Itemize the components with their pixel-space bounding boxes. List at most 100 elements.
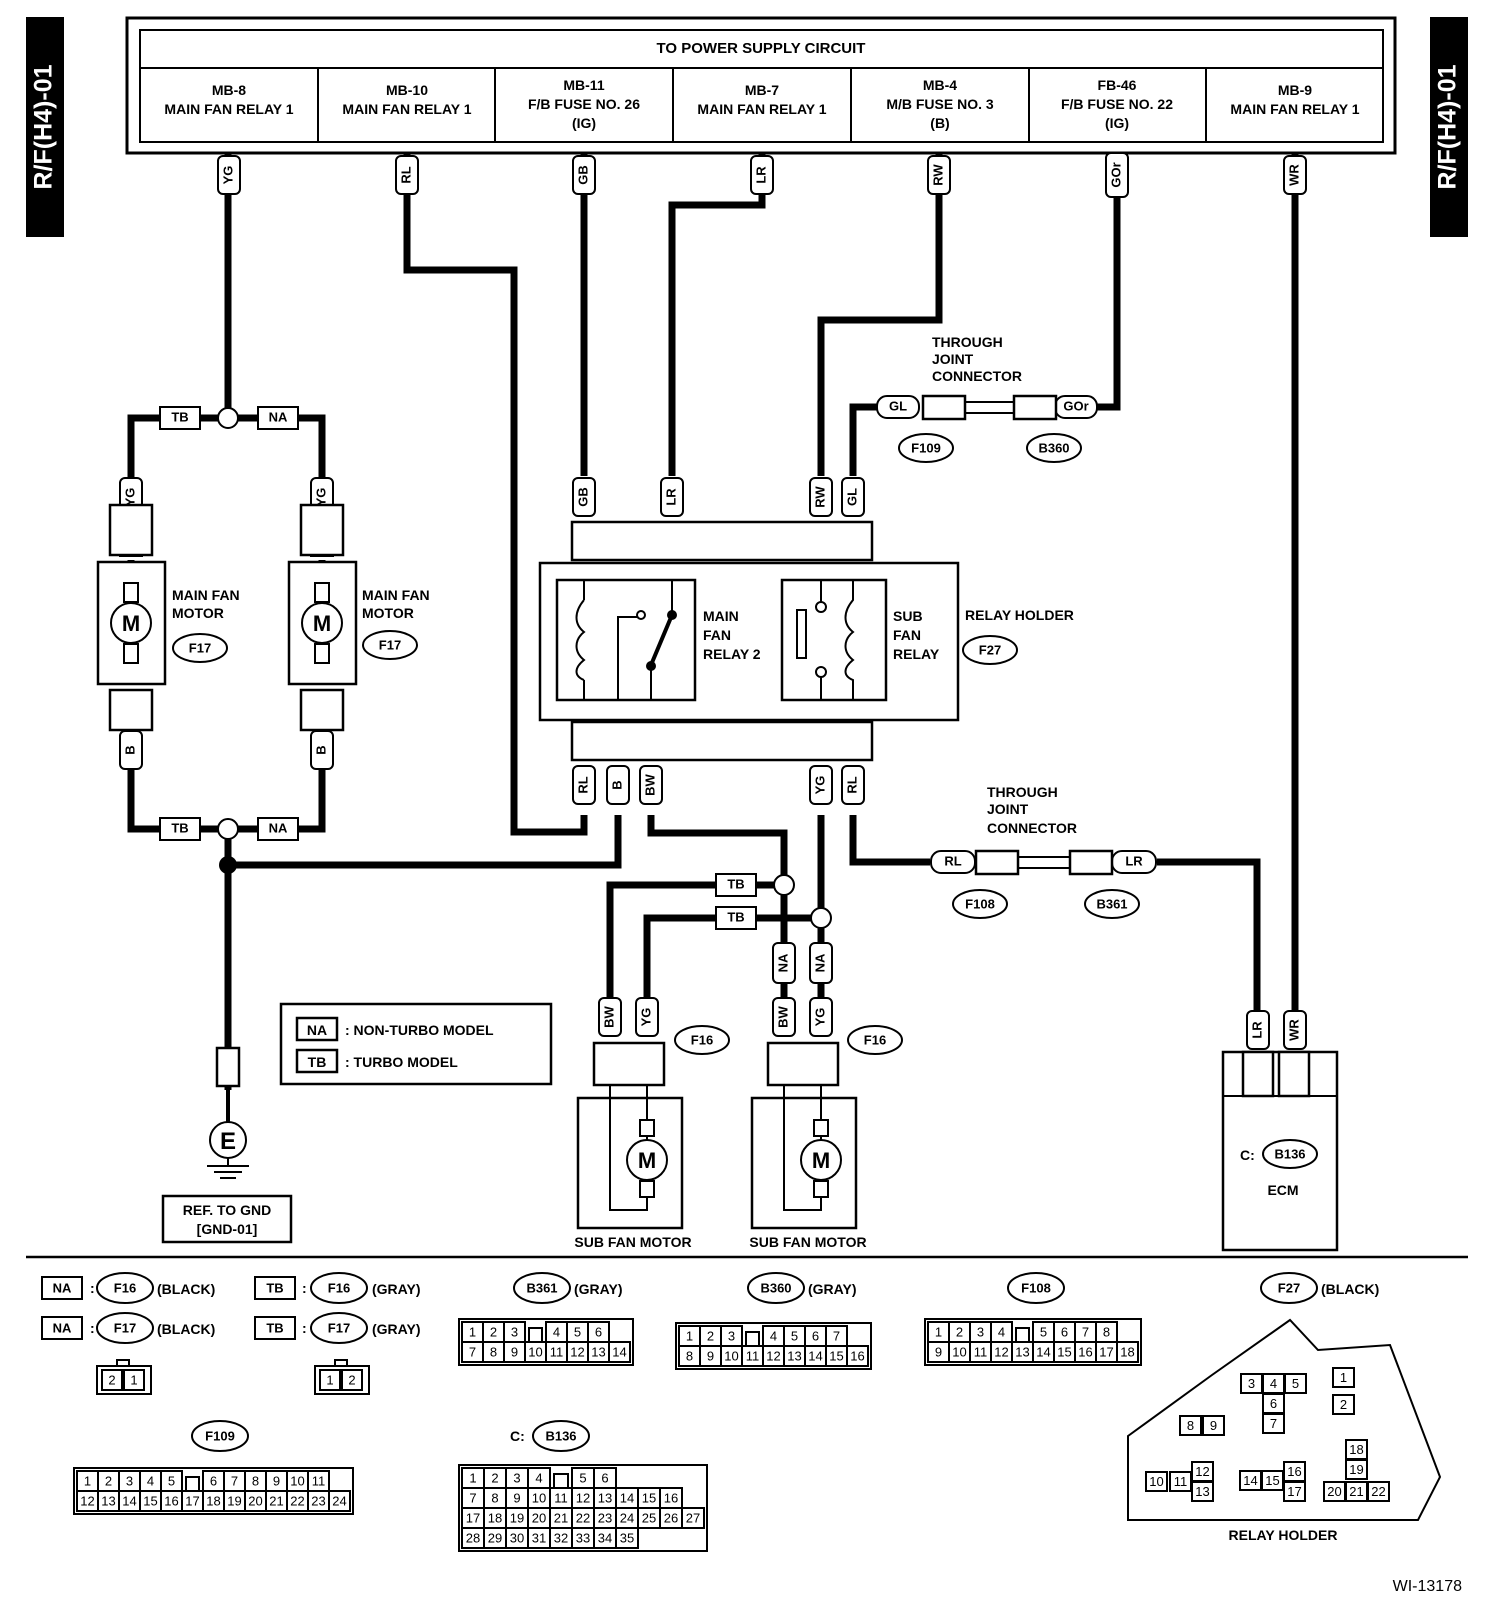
- ref-gnd-line1: REF. TO GND: [183, 1202, 271, 1218]
- pin-cell: [846, 1345, 869, 1367]
- sub-fan-motor-right: M SUB FAN MOTOR: [749, 1041, 867, 1250]
- pin-number: 5: [1292, 1376, 1299, 1391]
- connector-b361-oval: [1084, 889, 1140, 919]
- pin-number: 13: [591, 1344, 605, 1359]
- pin-number: 1: [326, 1372, 333, 1387]
- wire-rw: RW: [812, 486, 827, 508]
- power-col-id: MB-11: [563, 77, 604, 93]
- wire-gl-box: [876, 395, 920, 419]
- wire-rw: RW: [930, 164, 945, 186]
- motor-symbol: M: [313, 611, 331, 636]
- connector-key: [116, 1359, 130, 1367]
- connector-f108: F108: [965, 896, 995, 911]
- pin-number: 4: [770, 1328, 777, 1343]
- pin-number: 8: [490, 1344, 497, 1359]
- wire-lr: LR: [1125, 853, 1143, 868]
- pin-number: 15: [1265, 1473, 1279, 1488]
- connector-f27: F27: [1278, 1280, 1300, 1295]
- pin-number: 35: [620, 1530, 634, 1545]
- tag-tb: TB: [266, 1280, 283, 1295]
- pin-number: 2: [490, 1324, 497, 1339]
- pin-number: 3: [513, 1470, 520, 1485]
- wire-lr: LR: [663, 488, 678, 506]
- pin-number: 9: [935, 1344, 942, 1359]
- sub-fan-motor-left-label: SUB FAN MOTOR: [574, 1234, 691, 1250]
- wire-gb-box: [572, 477, 596, 517]
- pin-number: 20: [1327, 1484, 1341, 1499]
- wire-bw-box: [639, 765, 663, 805]
- pin-number: 27: [686, 1510, 700, 1525]
- pin-number: 5: [1040, 1324, 1047, 1339]
- main-fan-motor-right: M: [287, 503, 358, 732]
- pin-number: 7: [231, 1473, 238, 1488]
- main-fan-motor-left-label-1: MAIN FAN: [172, 587, 240, 603]
- pin-number: 18: [1349, 1442, 1363, 1457]
- connector-b136: B136: [1274, 1146, 1305, 1161]
- tag-na-box: [257, 817, 299, 841]
- main-fan-motor-left: M: [96, 503, 167, 732]
- through-joint-connector-top: THROUGH JOINT CONNECTOR: [921, 334, 1058, 421]
- connector-f108: F108: [1021, 1280, 1051, 1295]
- pin-number: 14: [612, 1344, 626, 1359]
- wire-lr: LR: [753, 166, 768, 184]
- wire-b: B: [122, 745, 137, 754]
- tag-tb-box: [715, 906, 757, 930]
- pin-number: 21: [269, 1493, 283, 1508]
- wire-lr-box: [1246, 1010, 1270, 1050]
- pin-number: 9: [513, 1490, 520, 1505]
- figure-code: WI-13178: [1393, 1578, 1462, 1595]
- pin-number: 19: [510, 1510, 524, 1525]
- pin-number: 13: [1015, 1344, 1029, 1359]
- colon: :: [302, 1320, 307, 1336]
- pin-number: 7: [833, 1328, 840, 1343]
- connector-outline: [675, 1322, 872, 1370]
- pin-cell: [1284, 1373, 1307, 1394]
- tag-na: NA: [812, 953, 827, 972]
- wire-yg: YG: [812, 776, 827, 795]
- pin-number: 9: [1210, 1418, 1217, 1433]
- pin-cell: [608, 1341, 631, 1363]
- connector-f17: F17: [189, 640, 211, 655]
- pin-number: 12: [576, 1490, 590, 1505]
- pin-number: 15: [1057, 1344, 1071, 1359]
- connector-outline: [73, 1467, 354, 1515]
- power-col-desc: MAIN FAN RELAY 1: [342, 101, 471, 117]
- tag-na-box: [41, 1316, 83, 1340]
- side-tab-right-text: R/F(H4)-01: [1434, 64, 1462, 189]
- pin-number: 10: [290, 1473, 304, 1488]
- wire-gb-box: [572, 155, 596, 195]
- wire-bw-box: [772, 997, 796, 1037]
- pin-number: 11: [550, 1344, 564, 1359]
- pin-number: 8: [1103, 1324, 1110, 1339]
- wire-gl-box: [841, 477, 865, 517]
- wire-wr: WR: [1286, 1019, 1301, 1041]
- power-col-desc: MAIN FAN RELAY 1: [164, 101, 293, 117]
- wire-bw: BW: [642, 773, 657, 795]
- tag-na-box: [257, 406, 299, 430]
- pin-number: 2: [105, 1473, 112, 1488]
- pin-number: 1: [935, 1324, 942, 1339]
- wire-rl: RL: [575, 776, 590, 793]
- pin-number: 20: [248, 1493, 262, 1508]
- pin-number: 22: [576, 1510, 590, 1525]
- pin-number: 9: [511, 1344, 518, 1359]
- tag-tb: TB: [171, 409, 188, 424]
- pin-cell: [101, 1369, 123, 1391]
- pin-number: 2: [1340, 1397, 1347, 1412]
- connector-f108-oval: [952, 889, 1008, 919]
- pin-number: 16: [164, 1493, 178, 1508]
- connector-b360: B360: [1038, 440, 1069, 455]
- through-joint-top-label-2: JOINT: [932, 351, 974, 367]
- relay-holder: [538, 520, 960, 762]
- pin-number: 6: [1270, 1396, 1277, 1411]
- pin-number: 12: [80, 1493, 94, 1508]
- wire-yg-box: [635, 997, 659, 1037]
- wire-rl-box: [572, 765, 596, 805]
- wire-wr: WR: [1286, 164, 1301, 186]
- connector-b361-oval: [513, 1272, 571, 1304]
- sub-fan-motor-right-label: SUB FAN MOTOR: [749, 1234, 866, 1250]
- tag-na: NA: [269, 820, 288, 835]
